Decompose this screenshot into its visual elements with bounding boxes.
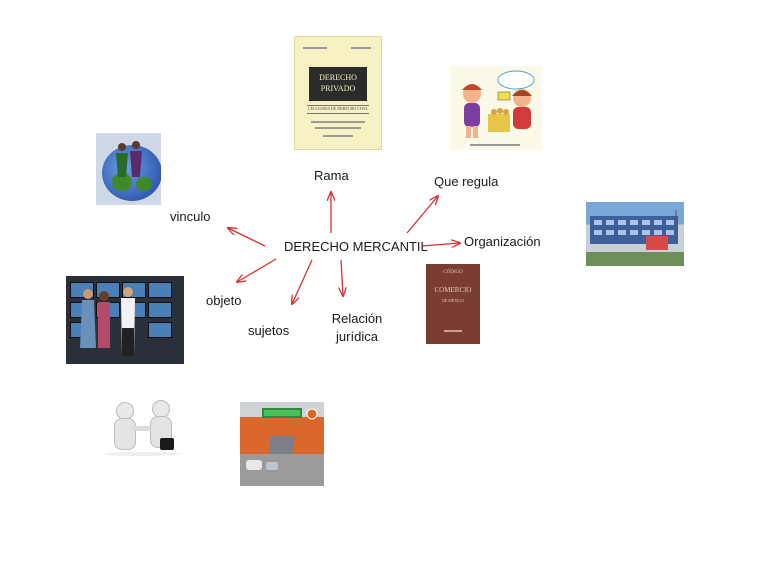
book-title-line1: DERECHO — [319, 73, 357, 82]
handshake-3d-men-image — [102, 396, 182, 458]
arrow-relacion — [341, 259, 343, 296]
briefcase-icon — [160, 438, 174, 450]
node-rama: Rama — [314, 168, 349, 183]
tv-store-image — [66, 276, 184, 364]
comercio-book-line3: DE MÉXICO — [441, 298, 465, 303]
node-objeto: objeto — [206, 293, 242, 308]
node-relacion-juridica: Relación jurídica — [328, 310, 386, 346]
node-relacion-line2: jurídica — [336, 329, 378, 344]
derecho-privado-book-image: DERECHO PRIVADO LECCIONES DE DERECHO CIV… — [294, 36, 382, 150]
node-organizacion: Organización — [464, 234, 541, 249]
book-title-line2: PRIVADO — [320, 84, 356, 93]
node-que-regula: Que regula — [434, 174, 499, 189]
store-drawing — [246, 408, 318, 470]
cartoon-merchant-image — [450, 66, 542, 150]
node-vinculo: vinculo — [170, 209, 211, 224]
node-relacion-line1: Relación — [331, 311, 383, 326]
arrow-vinculo — [228, 228, 266, 247]
book-subtitle: LECCIONES DE DERECHO CIVIL — [308, 106, 368, 111]
book-title-band: DERECHO PRIVADO — [309, 67, 367, 101]
node-sujetos: sujetos — [248, 323, 290, 338]
arrow-objeto — [237, 258, 277, 282]
cartoon-drawing — [462, 70, 535, 146]
comercio-book-line2: COMERCIO — [434, 286, 472, 294]
center-node: DERECHO MERCANTIL — [284, 239, 428, 254]
people-figures — [116, 141, 142, 177]
arrow-sujetos — [292, 259, 313, 304]
arrow-que-regula — [406, 196, 438, 234]
store-building-image — [240, 402, 324, 486]
customers-figures — [80, 287, 135, 356]
globe-people-image — [96, 133, 161, 205]
organization-building-image — [586, 202, 684, 266]
building-drawing — [590, 210, 678, 250]
arrow-organizacion — [421, 243, 460, 246]
codigo-comercio-book-image: CÓDIGO COMERCIO DE MÉXICO — [426, 264, 480, 344]
comercio-book-line1: CÓDIGO — [443, 270, 463, 275]
